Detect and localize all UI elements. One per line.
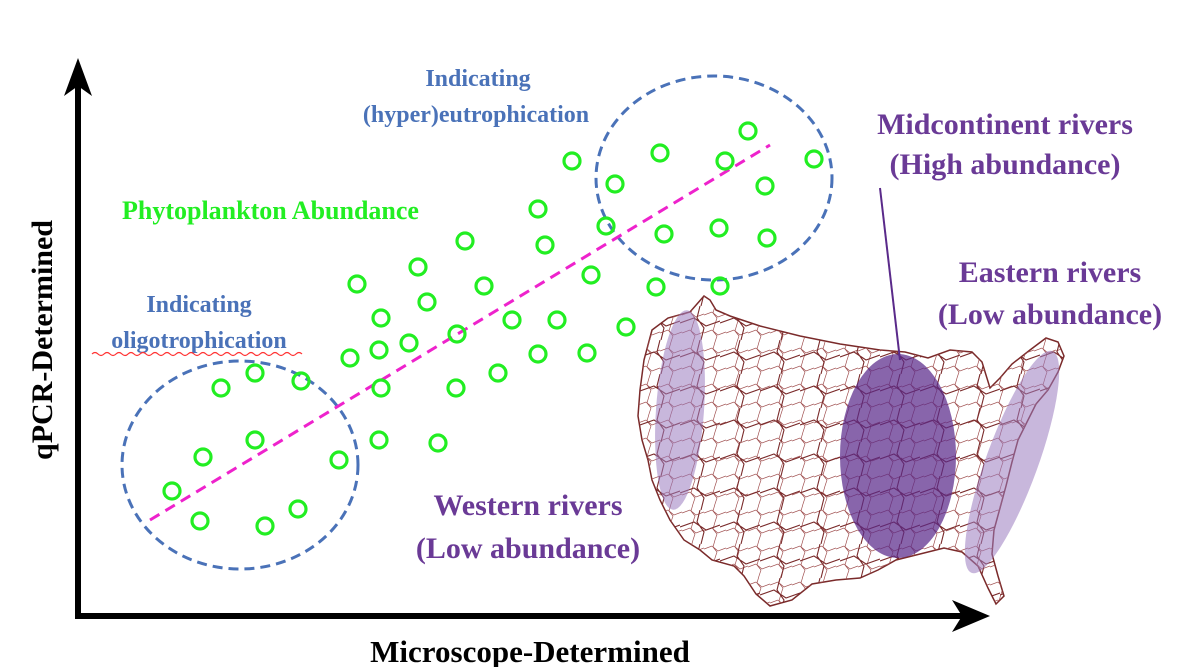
data-point [581, 265, 601, 285]
data-point [371, 378, 391, 398]
trend-line [149, 143, 771, 522]
midcontinent-label-line2: (High abundance) [890, 148, 1121, 181]
data-point [650, 143, 670, 163]
data-point [408, 257, 428, 277]
midcontinent-leader-line [879, 187, 901, 361]
y-axis-label: qPCR-Determined [26, 220, 59, 460]
western-label-line2: (Low abundance) [416, 532, 640, 565]
midcontinent-label-line1: Midcontinent rivers [877, 108, 1133, 141]
oligotrophication-label-line2: oligotrophication [111, 328, 287, 354]
data-point [340, 348, 360, 368]
data-point [329, 450, 349, 470]
data-point [715, 151, 735, 171]
data-point [245, 363, 265, 383]
data-point [417, 292, 437, 312]
data-point [709, 218, 729, 238]
data-point [255, 516, 275, 536]
data-point [369, 430, 389, 450]
data-point [596, 216, 616, 236]
data-point [447, 324, 467, 344]
data-point [547, 310, 567, 330]
data-point [757, 228, 777, 248]
eutrophication-label-line2: (hyper)eutrophication [363, 102, 589, 128]
data-point [193, 447, 213, 467]
data-point [428, 433, 448, 453]
y-axis-arrow-icon [64, 58, 92, 96]
data-point [616, 317, 636, 337]
data-point [399, 333, 419, 353]
data-points [162, 121, 824, 536]
data-point [291, 371, 311, 391]
data-point [577, 343, 597, 363]
data-point [605, 174, 625, 194]
spellcheck-underline [91, 351, 303, 357]
data-point [528, 344, 548, 364]
data-point [162, 481, 182, 501]
data-point [654, 224, 674, 244]
oligotrophication-label-line1: Indicating [146, 292, 251, 318]
data-point [474, 276, 494, 296]
data-point [562, 151, 582, 171]
data-point [211, 378, 231, 398]
eastern-label-line1: Eastern rivers [959, 256, 1141, 289]
western-label-line1: Western rivers [433, 489, 622, 522]
midcontinent-rivers-region [840, 354, 956, 558]
data-point [488, 363, 508, 383]
data-point [528, 199, 548, 219]
x-axis-label: Microscope-Determined [370, 634, 690, 667]
data-point [190, 511, 210, 531]
oligotrophication-cluster [120, 359, 360, 571]
data-point [369, 340, 389, 360]
phytoplankton-label: Phytoplankton Abundance [122, 196, 419, 225]
eutrophication-label-line1: Indicating [425, 66, 530, 92]
data-point [535, 235, 555, 255]
data-point [755, 176, 775, 196]
data-point [646, 277, 666, 297]
data-point [738, 121, 758, 141]
data-point [245, 430, 265, 450]
western-rivers-region [655, 310, 705, 510]
data-point [371, 308, 391, 328]
eutrophication-cluster [594, 74, 834, 282]
x-axis-arrow-icon [952, 600, 990, 632]
data-point [804, 149, 824, 169]
data-point [502, 310, 522, 330]
eastern-rivers-region [964, 350, 1060, 574]
data-point [288, 499, 308, 519]
data-point [455, 231, 475, 251]
data-point [446, 378, 466, 398]
data-point [710, 276, 730, 296]
eastern-label-line2: (Low abundance) [938, 298, 1162, 331]
axes [64, 58, 990, 632]
data-point [347, 274, 367, 294]
